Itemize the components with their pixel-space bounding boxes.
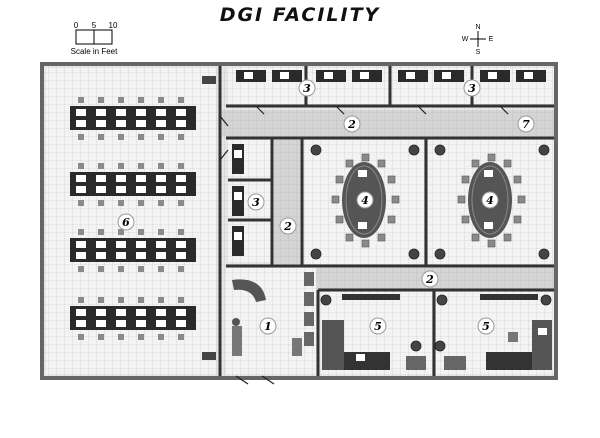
room-marker-2-lower: 2 (421, 270, 439, 288)
room-marker-4-left: 4 (356, 191, 374, 209)
room-marker-5-left: 5 (369, 317, 387, 335)
scale-bar: 0 5 10 Scale in Feet (71, 21, 118, 56)
room-marker-3-left: 3 (247, 193, 265, 211)
svg-text:2: 2 (425, 273, 434, 286)
svg-text:1: 1 (264, 320, 272, 333)
room-marker-2-top: 2 (343, 115, 361, 133)
room-marker-2-vertical: 2 (279, 217, 297, 235)
room-6-cabinets (202, 76, 216, 360)
room-6-monitors (76, 109, 186, 327)
corridor-vertical (274, 140, 300, 264)
room-6-chairs (78, 97, 184, 340)
scale-tick-0: 0 (74, 21, 79, 30)
plants (310, 144, 552, 352)
room-marker-3-top-right: 3 (463, 79, 481, 97)
left-offices-monitors (234, 150, 242, 240)
conference-chairs-left (331, 153, 400, 248)
corridor-top (222, 110, 554, 136)
svg-text:5: 5 (482, 320, 490, 333)
room-marker-6: 6 (117, 213, 135, 231)
room-marker-4-right: 4 (481, 191, 499, 209)
svg-text:4: 4 (361, 194, 369, 207)
room-marker-3-top-left: 3 (298, 79, 316, 97)
compass-north: N (475, 24, 480, 31)
svg-text:4: 4 (486, 194, 494, 207)
map-title: DGI FACILITY (219, 4, 381, 26)
svg-text:2: 2 (283, 220, 292, 233)
svg-text:3: 3 (303, 82, 311, 95)
room-6-desks (70, 106, 196, 330)
svg-text:6: 6 (122, 216, 130, 229)
compass-east: E (489, 36, 494, 43)
room-marker-5-right: 5 (477, 317, 495, 335)
compass-south: S (476, 49, 481, 56)
room-markers: 3 3 2 7 3 2 4 4 (117, 79, 535, 335)
office-5-left-furniture (322, 294, 426, 370)
scale-caption: Scale in Feet (71, 47, 118, 56)
svg-text:2: 2 (347, 118, 356, 131)
svg-text:3: 3 (468, 82, 476, 95)
scale-tick-10: 10 (109, 21, 118, 30)
compass-west: W (462, 36, 469, 43)
lobby-furniture (232, 272, 314, 356)
office-5-right-furniture (444, 294, 552, 370)
scale-tick-5: 5 (92, 21, 97, 30)
room-marker-1: 1 (259, 317, 277, 335)
doors (219, 105, 509, 385)
room-marker-7: 7 (517, 115, 535, 133)
conference-chairs-right (457, 153, 526, 248)
svg-text:3: 3 (252, 196, 260, 209)
compass-rose: N S W E (462, 24, 494, 56)
svg-text:7: 7 (522, 118, 530, 131)
top-offices-monitors (244, 72, 533, 79)
svg-text:5: 5 (374, 320, 382, 333)
